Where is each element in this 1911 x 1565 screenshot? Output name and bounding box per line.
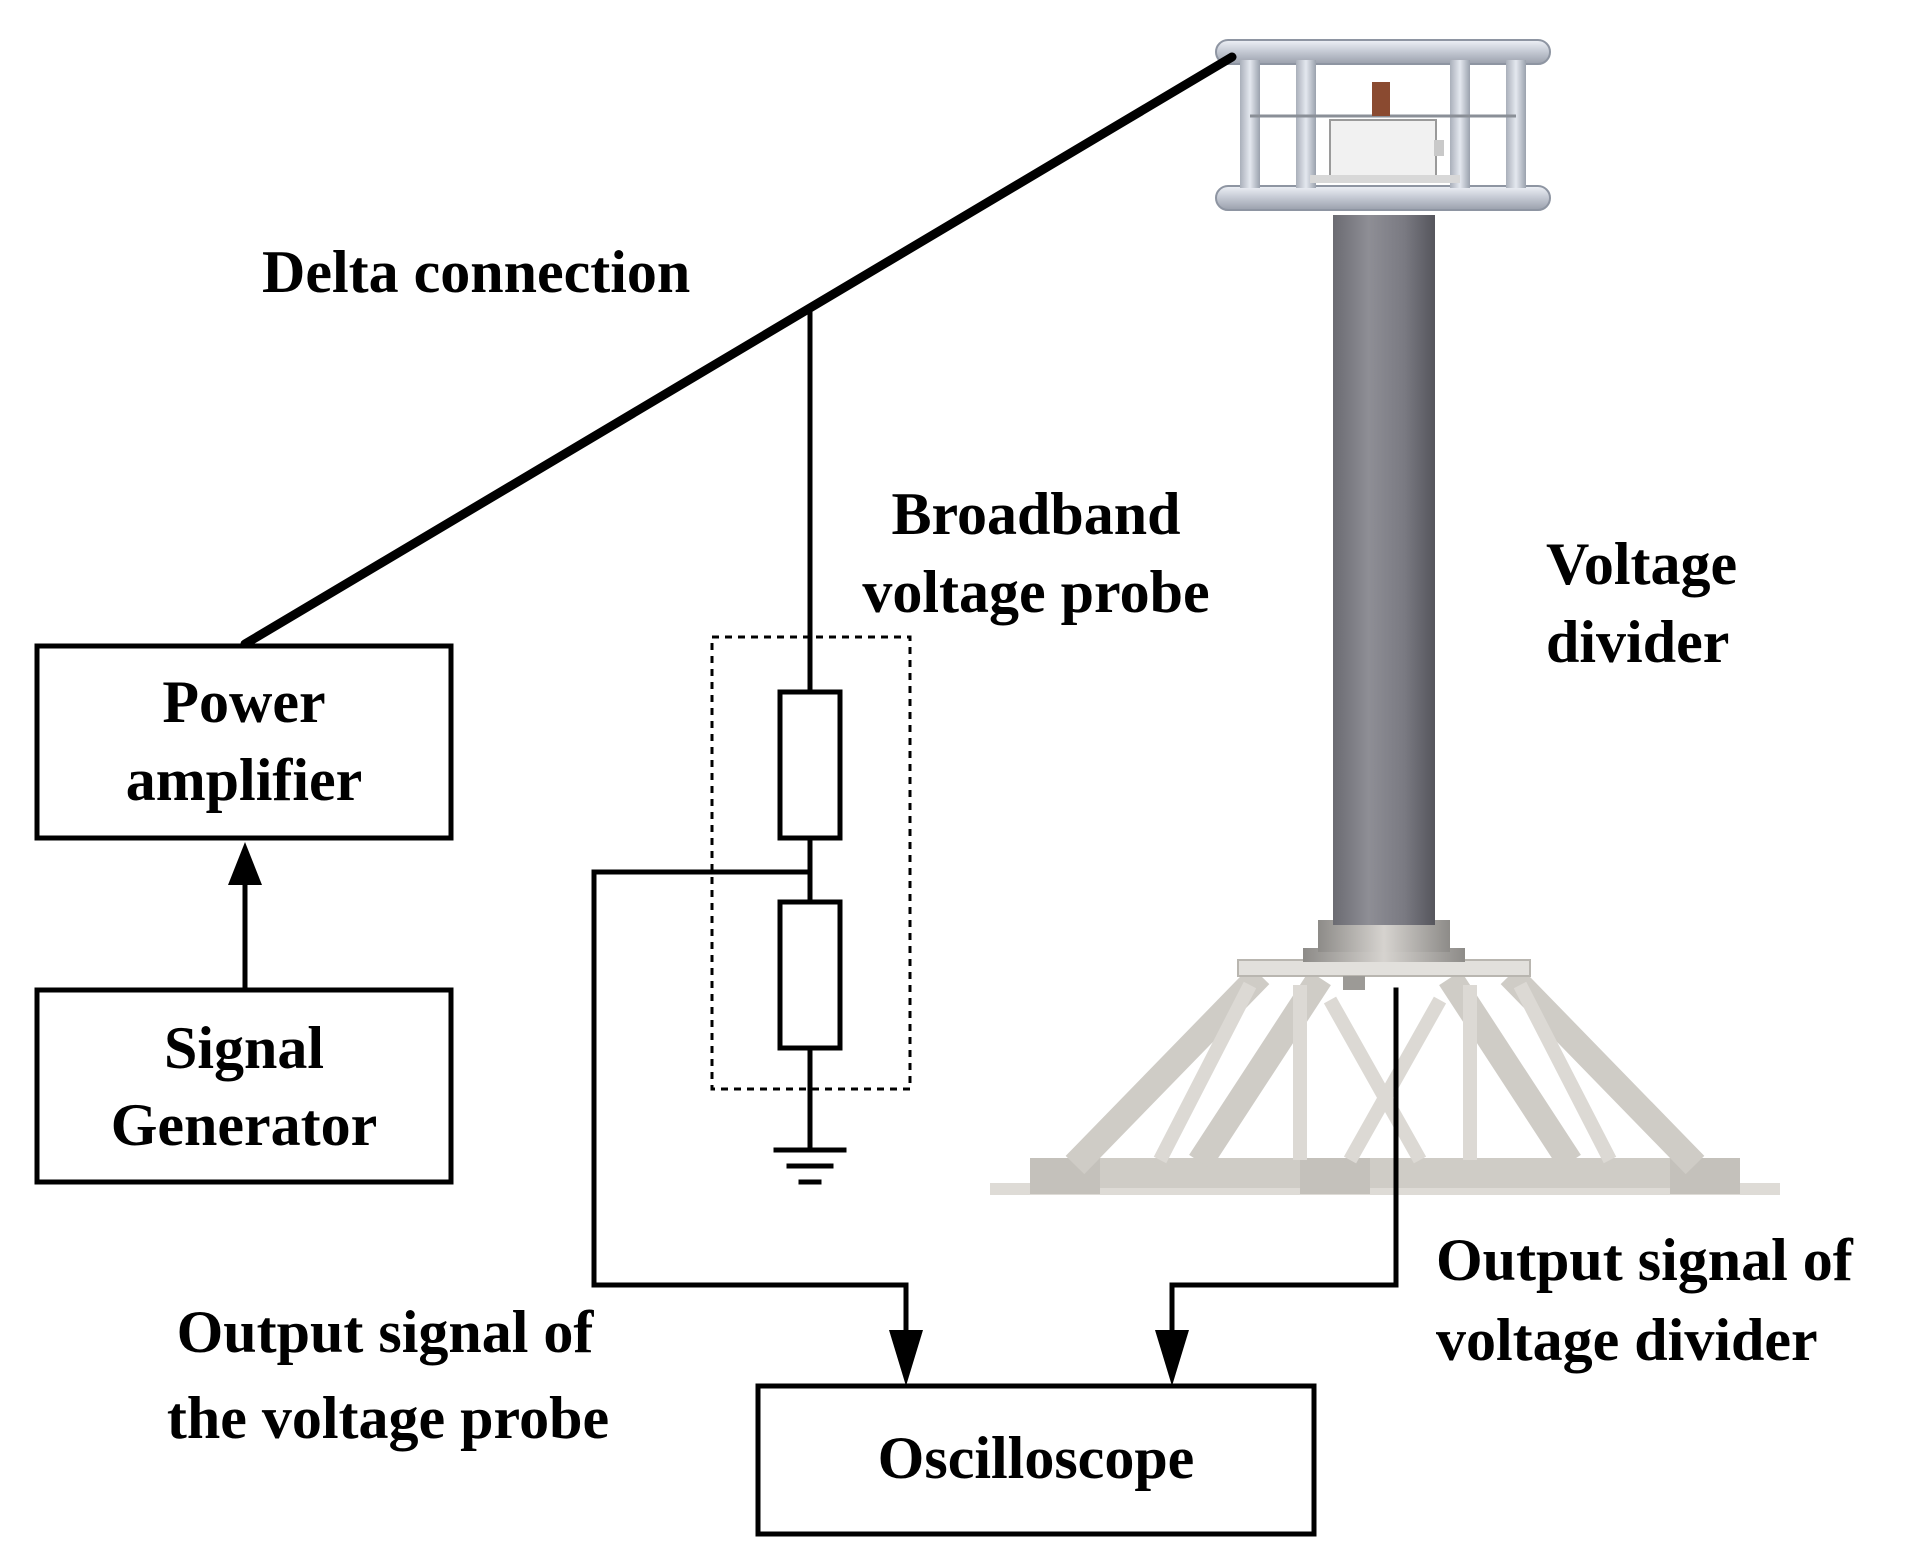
arrow-up-to-amplifier [228, 842, 262, 885]
delta-connection-line [240, 52, 1237, 649]
signal-generator-box [34, 987, 454, 1185]
probe-output-label-line1: Output signal of [177, 1299, 595, 1365]
divider-top-electrode [1215, 39, 1551, 211]
base-foot-center [1300, 1158, 1370, 1194]
cage-post-1 [1240, 60, 1260, 188]
top-capacitor-plate [1310, 175, 1460, 183]
divider-output-wire [1169, 987, 1399, 1335]
oscilloscope-box [755, 1383, 1317, 1537]
top-side-tab [1434, 140, 1444, 156]
power-amplifier-label-line2: amplifier [126, 747, 363, 813]
base-beam [1030, 1158, 1740, 1188]
voltage-divider-illustration [990, 39, 1780, 1195]
broadband-probe-label-line2: voltage probe [862, 559, 1209, 625]
divider-column [1333, 215, 1435, 925]
upper-corona-ring [1215, 39, 1551, 65]
cage-post-3 [1450, 60, 1470, 188]
base-platform [1237, 959, 1531, 977]
top-capacitor-body [1329, 119, 1437, 179]
power-amplifier-label-line1: Power [162, 669, 325, 735]
probe-output-label-line2: the voltage probe [167, 1385, 609, 1451]
arrow-probe-to-oscilloscope [889, 1330, 923, 1386]
divider-output-label-line1: Output signal of [1436, 1227, 1854, 1293]
probe-resistor-upper [777, 689, 843, 841]
cage-post-4 [1506, 60, 1526, 188]
signal-generator-label-line2: Generator [111, 1092, 378, 1158]
strut-right-outer [1500, 965, 1705, 1175]
voltage-divider-label-line1: Voltage [1546, 531, 1737, 597]
ground-icon [773, 1147, 847, 1185]
oscilloscope-label: Oscilloscope [878, 1425, 1195, 1491]
delta-connection-label: Delta connection [262, 239, 690, 305]
strut-cross-a [1323, 996, 1427, 1164]
broadband-probe-label-line1: Broadband [891, 481, 1180, 547]
voltage-divider-label-line2: divider [1546, 609, 1729, 675]
strut-back-right [1513, 981, 1617, 1164]
probe-output-wire [591, 869, 909, 1335]
cage-post-2 [1296, 60, 1316, 188]
arrow-divider-to-oscilloscope [1155, 1330, 1189, 1386]
signal-generator-label-line1: Signal [164, 1015, 324, 1081]
divider-output-label-line2: voltage divider [1436, 1307, 1818, 1373]
power-amplifier-box [34, 643, 454, 841]
lower-corona-ring [1215, 185, 1551, 211]
divider-flange [1318, 920, 1450, 952]
divider-base-frame [990, 959, 1780, 1195]
top-terminal [1372, 82, 1390, 116]
strut-left-outer [1065, 965, 1270, 1175]
probe-resistor-lower [777, 899, 843, 1051]
strut-back-left [1153, 981, 1257, 1164]
divider-output-connector [1343, 976, 1365, 990]
